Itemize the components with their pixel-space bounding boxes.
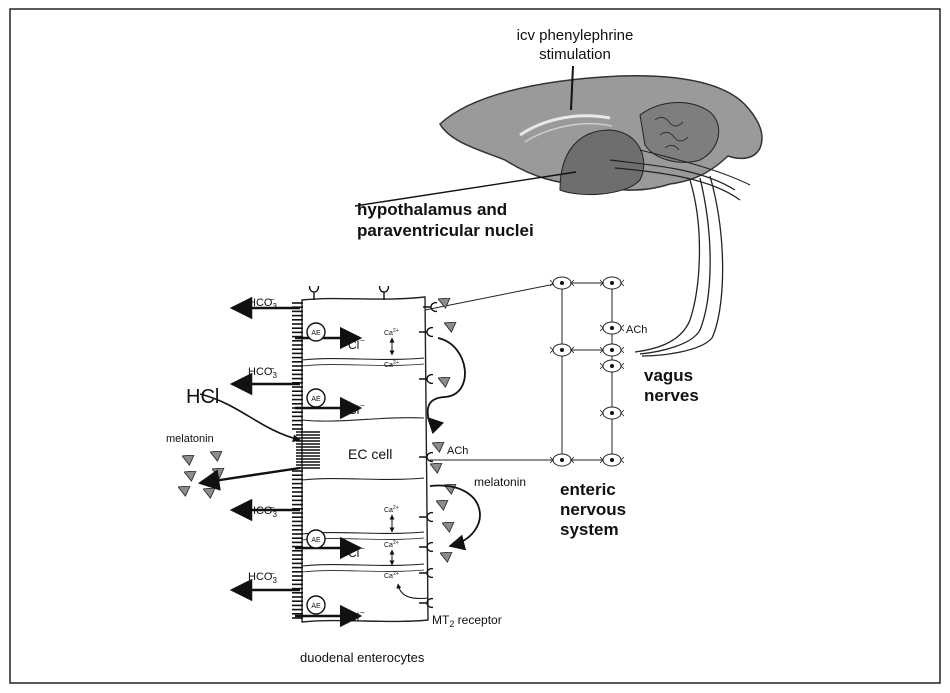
mt2-receptor-label: MT2 receptor	[432, 613, 502, 629]
cl-label: Cl	[348, 546, 359, 560]
icv-label-line2: stimulation	[539, 46, 611, 63]
vagus-label-line1: vagus	[644, 366, 693, 385]
enteric-neuron	[550, 454, 574, 466]
icv-label-line1: icv phenylephrine	[517, 27, 634, 44]
cl-label: Cl	[348, 338, 359, 352]
cl-label: Cl	[348, 403, 359, 417]
enteric-label-line3: system	[560, 520, 619, 539]
enteric-neuron	[600, 360, 624, 372]
ec-cell-label: EC cell	[348, 446, 392, 462]
hypothalamus-label-line2: paraventricular nuclei	[357, 221, 534, 240]
ach-top-label: ACh	[626, 324, 647, 336]
hypothalamus-label-line1: hypothalamus and	[357, 200, 507, 219]
enteric-neuron	[600, 344, 624, 356]
receptor-icon	[380, 286, 389, 300]
enteric-neuron	[600, 277, 624, 289]
melatonin-right-label: melatonin	[474, 475, 526, 489]
vagus-nerve-fibers	[635, 176, 723, 356]
receptor-icon	[310, 286, 319, 300]
hco3-charge: −	[270, 569, 275, 578]
hcl-label: HCl	[186, 386, 219, 408]
vagus-label-line2: nerves	[644, 386, 699, 405]
enteric-neuron	[550, 344, 574, 356]
cl-charge: −	[360, 544, 365, 553]
hco3-charge: −	[270, 295, 275, 304]
cl-charge: −	[360, 608, 365, 617]
enteric-neuron	[600, 454, 624, 466]
cl-label: Cl	[348, 610, 359, 624]
ach-mid-label: ACh	[447, 445, 468, 457]
cl-charge: −	[360, 336, 365, 345]
ae-label: AE	[311, 537, 321, 544]
enteric-label-line1: enteric	[560, 480, 616, 499]
brain-illustration	[355, 66, 762, 206]
enteric-neuron	[550, 277, 574, 289]
melatonin-left-label: melatonin	[166, 433, 214, 445]
duodenal-enterocytes-label: duodenal enterocytes	[300, 650, 425, 665]
enteric-neuron	[600, 407, 624, 419]
enteric-label-line2: nervous	[560, 500, 626, 519]
hco3-charge: −	[270, 503, 275, 512]
ae-label: AE	[311, 603, 321, 610]
cl-charge: −	[360, 401, 365, 410]
ae-label: AE	[311, 396, 321, 403]
enteric-neuron-network	[425, 283, 612, 460]
ae-label: AE	[311, 330, 321, 337]
hco3-charge: −	[270, 364, 275, 373]
enteric-neuron	[600, 322, 624, 334]
